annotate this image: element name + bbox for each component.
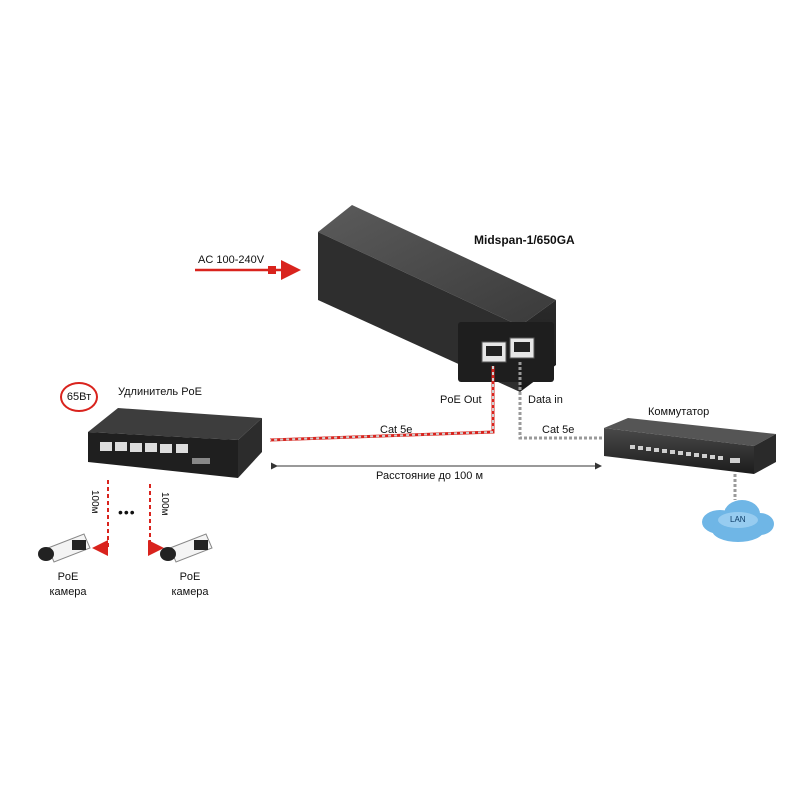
camera-left-label: PoE камера xyxy=(49,571,87,598)
lan-label: LAN xyxy=(730,515,746,524)
data-in-label: Data in xyxy=(528,394,563,406)
cable-left-label: Cat 5e xyxy=(380,424,413,436)
cable-length-left: 100м xyxy=(89,490,100,514)
camera-right xyxy=(160,533,213,563)
midspan-model-label: Midspan-1/650GA xyxy=(474,233,575,247)
lan-cloud xyxy=(702,500,774,542)
rj45-port-data-in xyxy=(509,337,535,359)
poe-extender xyxy=(88,408,262,478)
ac-input-label: AC 100-240V xyxy=(198,254,265,266)
ellipsis-more-cameras: ••• xyxy=(118,504,136,520)
cable-poe-out xyxy=(269,366,495,442)
cable-camera-left xyxy=(92,480,109,556)
power-badge: 65Вт xyxy=(60,382,98,412)
switch-label: Коммутатор xyxy=(648,406,710,418)
camera-left xyxy=(38,533,91,563)
cable-length-right: 100м xyxy=(159,492,170,516)
camera-right-label: PoE камера xyxy=(171,571,209,598)
network-switch xyxy=(604,418,776,474)
midspan-injector xyxy=(318,205,556,392)
distance-label: Расстояние до 100 м xyxy=(376,470,484,482)
cable-right-label: Cat 5e xyxy=(542,424,575,436)
extender-label: Удлинитель PoE xyxy=(118,386,202,398)
rj45-port-poe-out xyxy=(481,341,507,363)
cable-camera-right xyxy=(148,484,164,556)
ac-power-arrow xyxy=(195,260,301,280)
cable-data-in xyxy=(518,362,606,440)
poe-out-label: PoE Out xyxy=(440,394,482,406)
